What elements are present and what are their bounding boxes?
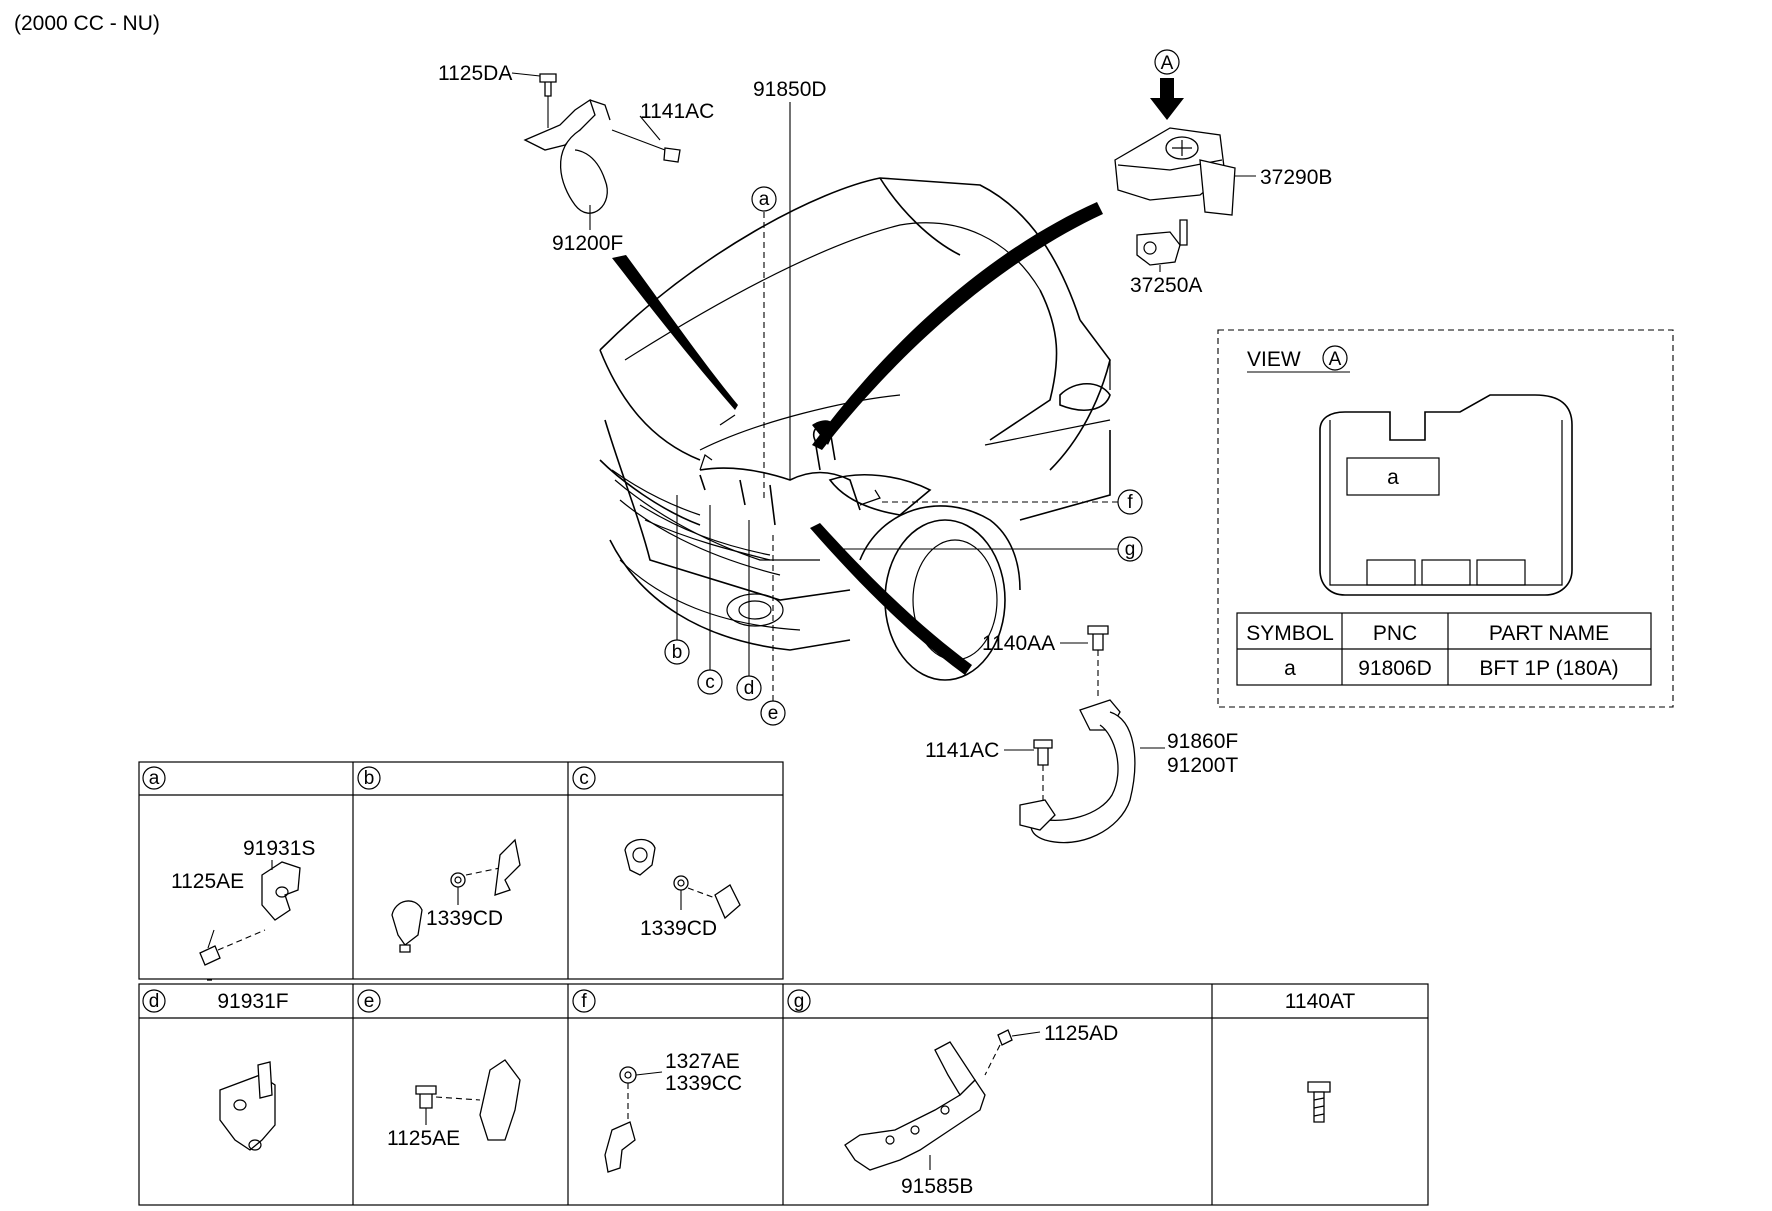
detail-cell-g: g 1125AD 91585B	[787, 989, 1118, 1198]
cell-a-part-91931S: 91931S	[243, 837, 315, 860]
callout-d: d	[736, 520, 762, 701]
battery-cable-assembly	[1019, 625, 1136, 844]
label-91200F: 91200F	[552, 232, 623, 255]
svg-text:c: c	[705, 672, 715, 693]
detail-cell-d: d 91931F	[142, 989, 289, 1151]
label-37250A: 37250A	[1130, 274, 1202, 297]
ground-strap-assembly-top	[523, 73, 681, 230]
cell-g-part-1125AD: 1125AD	[1044, 1022, 1118, 1045]
cell-1140AT-title: 1140AT	[1285, 990, 1356, 1013]
label-1125DA: 1125DA	[438, 62, 512, 85]
detail-cell-f: f 1327AE 1339CC	[572, 989, 742, 1173]
leader-swoosh-battery	[812, 202, 1103, 450]
cell-d-symbol: d	[149, 991, 160, 1012]
detail-cell-a: a 91931S 1125AE	[142, 766, 315, 981]
cell-g-part-91585B: 91585B	[901, 1175, 973, 1198]
svg-text:a: a	[759, 189, 770, 210]
label-91860F: 91860F	[1167, 730, 1238, 753]
svg-text:b: b	[672, 642, 683, 663]
cell-e-part-1125AE: 1125AE	[387, 1127, 460, 1150]
leader-1141AC-top	[639, 115, 661, 141]
callout-e: e	[760, 535, 786, 726]
callout-a: a	[751, 186, 777, 500]
svg-text:d: d	[744, 678, 755, 699]
cell-f-part-1339CC: 1339CC	[665, 1072, 742, 1095]
view-a-marker-circle	[1322, 345, 1348, 371]
cell-f-part-1327AE: 1327AE	[665, 1050, 740, 1073]
label-1141AC-top: 1141AC	[640, 100, 714, 123]
callout-g: g	[840, 536, 1143, 562]
detail-cell-1140AT: 1140AT	[1285, 990, 1356, 1123]
label-37290B: 37290B	[1260, 166, 1332, 189]
cell-a-part-1125AE: 1125AE	[171, 870, 244, 893]
table-cell-part-name: BFT 1P (180A)	[1479, 657, 1618, 680]
detail-cell-b: b 1339CD	[357, 766, 521, 953]
label-1141AC-bottom: 1141AC	[925, 739, 999, 762]
view-a-arrow: A	[1150, 49, 1184, 120]
view-a-marker: A	[1329, 349, 1342, 370]
fuse-box-symbol-label: a	[1387, 466, 1399, 489]
cell-b-part-1339CD: 1339CD	[426, 907, 503, 930]
fuse-box-symbol-a	[1346, 457, 1440, 496]
cell-g-symbol: g	[794, 991, 805, 1012]
view-a-table: SYMBOL PNC PART NAME a 91806D BFT 1P (18…	[1236, 612, 1652, 686]
detail-grid-frame	[138, 761, 1429, 1206]
callout-c: c	[697, 505, 723, 695]
cell-c-part-1339CD: 1339CD	[640, 917, 717, 940]
svg-text:f: f	[1127, 492, 1133, 513]
label-91850D: 91850D	[753, 78, 827, 101]
battery-terminal-37250A	[1136, 219, 1188, 266]
view-a-panel	[1217, 329, 1674, 708]
cell-b-symbol: b	[364, 768, 375, 789]
table-cell-symbol: a	[1284, 657, 1296, 680]
callout-f: f	[880, 489, 1143, 515]
callout-b: b	[664, 495, 690, 665]
table-header-part-name: PART NAME	[1489, 622, 1609, 645]
leader-1125DA	[511, 72, 541, 77]
leader-swoosh-cable	[810, 523, 972, 675]
detail-cell-c: c 1339CD	[572, 766, 741, 940]
label-91200T: 91200T	[1167, 754, 1238, 777]
table-header-pnc: PNC	[1373, 622, 1417, 645]
engine-label: (2000 CC - NU)	[14, 12, 160, 35]
label-1140AA: 1140AA	[982, 632, 1055, 655]
detail-cell-e: e 1125AE	[357, 989, 521, 1150]
cell-f-symbol: f	[581, 991, 587, 1012]
svg-text:e: e	[768, 703, 779, 724]
view-a-title: VIEW	[1247, 348, 1301, 371]
table-header-symbol: SYMBOL	[1246, 622, 1334, 645]
leader-swoosh-ground	[612, 255, 738, 410]
battery-fuse-cover	[1114, 127, 1236, 216]
cell-e-symbol: e	[364, 991, 375, 1012]
cell-a-symbol: a	[149, 768, 160, 789]
cell-c-symbol: c	[579, 768, 589, 789]
cell-d-title: 91931F	[217, 990, 288, 1013]
svg-text:g: g	[1125, 539, 1136, 560]
table-cell-pnc: 91806D	[1358, 657, 1432, 680]
view-a-marker-top: A	[1161, 53, 1174, 74]
fuse-box-outline	[1319, 394, 1573, 596]
